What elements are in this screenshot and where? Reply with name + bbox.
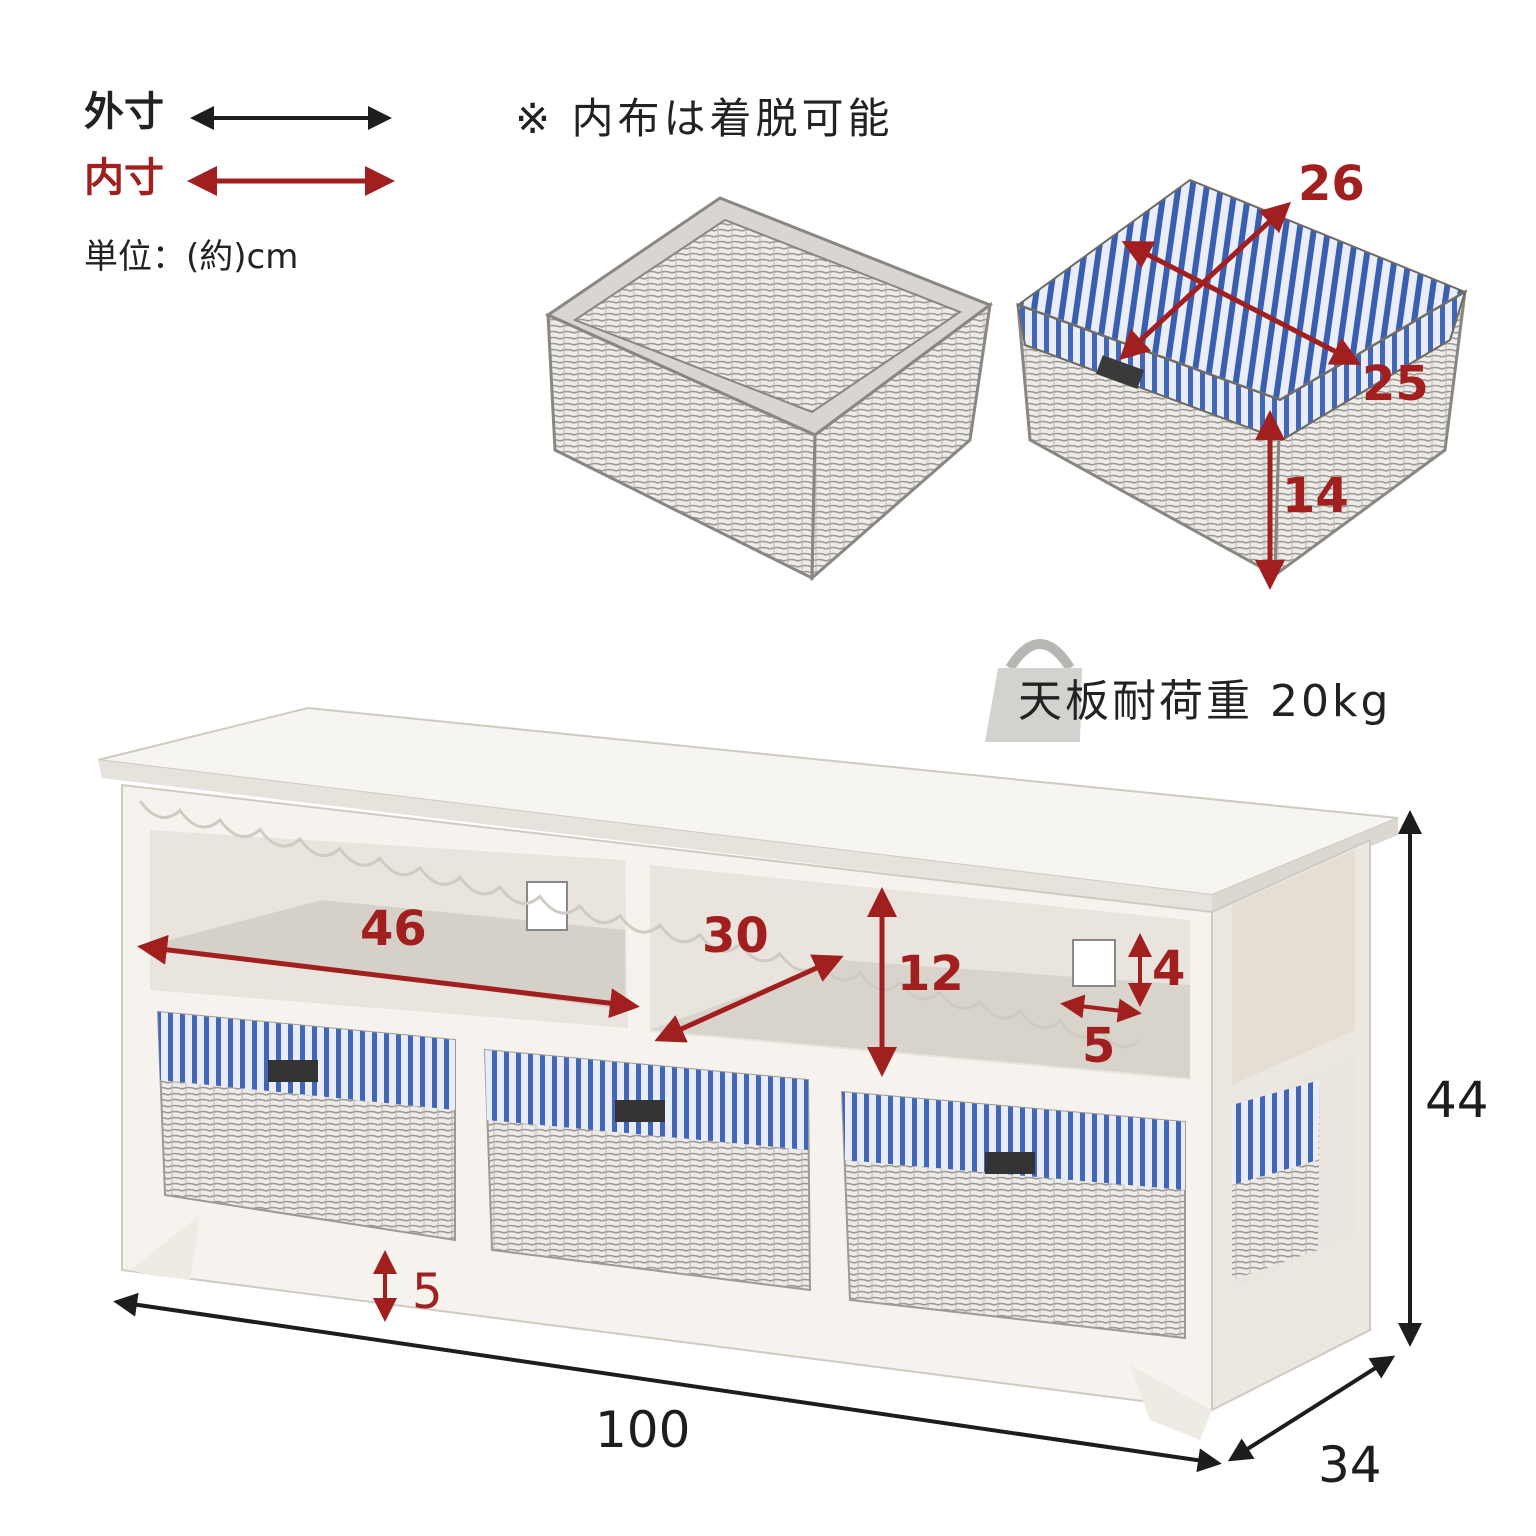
drawer-basket-2 [483,1048,812,1292]
tv-board-image [97,706,1399,1440]
shelf-height-value: 12 [897,946,964,1002]
overall-height-value: 44 [1425,1071,1489,1129]
weight-icon [985,639,1082,742]
outer-dimension-label: 外寸 [84,89,164,135]
inner-dimension-label: 内寸 [84,155,164,201]
hole-height-value: 4 [1152,941,1186,997]
overall-width-value: 100 [595,1401,691,1459]
overall-width-arrow [113,1292,1222,1473]
basket-width-value: 26 [1298,156,1365,212]
overall-depth-value: 34 [1318,1436,1382,1494]
shelf-depth-value: 30 [702,908,769,964]
overall-depth-arrow [1227,1355,1396,1462]
unit-label: 単位：(約)cm [84,237,299,277]
basket-height-value: 14 [1282,468,1349,524]
clearance-value: 5 [412,1264,443,1320]
shelf-width-arrow [137,934,640,1019]
shelf-width-value: 46 [360,901,427,957]
cable-hole-right [1072,939,1116,987]
hole-width-value: 5 [1082,1018,1116,1074]
basket-depth-value: 25 [1362,356,1429,412]
drawer-basket-3 [840,1090,1186,1340]
plain-basket-image [544,196,994,582]
hole-width-arrow [1060,994,1142,1023]
scallop-trim [138,800,1142,1049]
shelf-depth-arrow [654,954,844,1043]
basket-depth-arrow [1121,241,1362,365]
load-capacity-label: 天板耐荷重 20kg [1018,676,1392,727]
removable-liner-note: ※ 内布は着脱可能 [515,94,894,143]
drawer-basket-1 [156,1010,456,1242]
